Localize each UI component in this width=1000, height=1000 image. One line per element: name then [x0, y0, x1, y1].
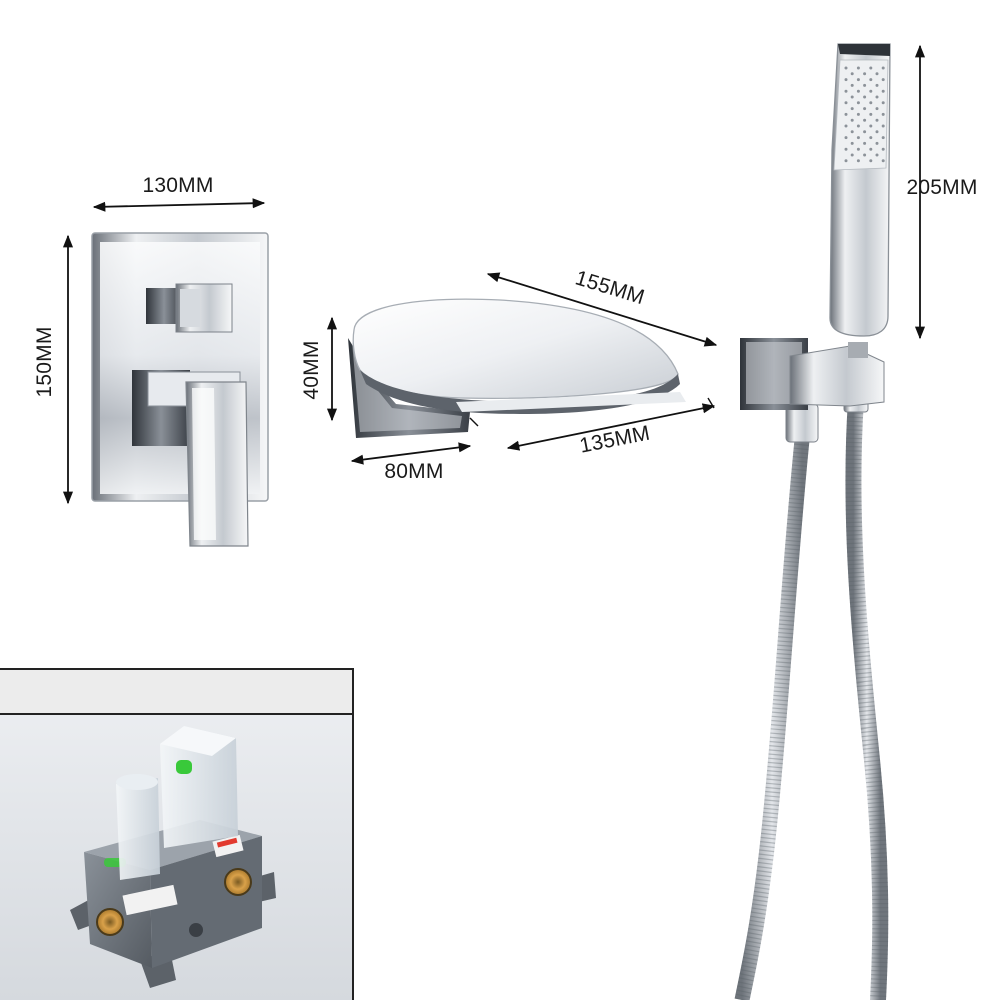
spout-outlet-label: 135MM — [578, 422, 652, 458]
spray-nozzle — [881, 159, 885, 163]
spray-nozzle — [863, 72, 867, 76]
hand-shower-with-bracket-and-hose — [734, 43, 891, 1000]
spray-nozzle — [844, 136, 848, 140]
spray-nozzle — [881, 101, 885, 105]
spray-nozzle — [869, 101, 873, 105]
brass-port — [189, 923, 203, 937]
spray-nozzle — [869, 78, 873, 82]
spray-nozzle — [856, 66, 860, 70]
panel-width-dimension: 130MM — [92, 174, 266, 212]
spray-nozzle — [881, 124, 885, 128]
spray-nozzle — [875, 130, 879, 134]
panel-height-label: 150MM — [33, 326, 56, 397]
mixer-valve-trim-plate — [91, 232, 269, 547]
spray-nozzle — [869, 147, 873, 151]
spray-nozzle-grid — [844, 66, 885, 163]
spray-nozzle — [844, 112, 848, 116]
spray-nozzle — [850, 83, 854, 87]
spray-nozzle — [881, 89, 885, 93]
spray-nozzle — [875, 95, 879, 99]
spray-nozzle — [850, 118, 854, 122]
spray-nozzle — [844, 159, 848, 163]
panel-height-dimension: 150MM — [33, 234, 74, 505]
spray-nozzle — [875, 83, 879, 87]
spout-height-dimension: 40MM — [300, 316, 338, 422]
spray-nozzle — [881, 112, 885, 116]
spray-nozzle — [850, 141, 854, 145]
spray-nozzle — [856, 101, 860, 105]
shower-hose — [845, 399, 889, 1000]
spray-nozzle — [856, 147, 860, 151]
spray-nozzle — [850, 107, 854, 111]
spray-nozzle — [863, 83, 867, 87]
spray-nozzle — [869, 124, 873, 128]
spray-nozzle — [869, 159, 873, 163]
spray-nozzle — [875, 141, 879, 145]
spray-nozzle — [875, 118, 879, 122]
spray-nozzle — [856, 89, 860, 93]
spray-nozzle — [863, 95, 867, 99]
spray-nozzle — [863, 107, 867, 111]
spray-nozzle — [856, 159, 860, 163]
spray-nozzle — [850, 153, 854, 157]
spout-length-label: 155MM — [573, 266, 648, 309]
spray-nozzle — [881, 78, 885, 82]
spray-nozzle — [844, 124, 848, 128]
inset-header-band — [0, 668, 354, 714]
spray-nozzle — [869, 112, 873, 116]
spray-nozzle — [863, 141, 867, 145]
spray-nozzle — [869, 136, 873, 140]
spray-nozzle — [863, 118, 867, 122]
spray-nozzle — [844, 147, 848, 151]
spray-nozzle — [844, 101, 848, 105]
spout-depth-dimension: 80MM — [350, 442, 472, 483]
spout-depth-label: 80MM — [384, 460, 443, 483]
spray-nozzle — [881, 147, 885, 151]
spray-nozzle — [844, 66, 848, 70]
spray-nozzle — [850, 130, 854, 134]
handshower-length-dimension: 205MM — [906, 44, 977, 340]
spray-nozzle — [881, 66, 885, 70]
mixer-lever-handle — [132, 370, 249, 547]
concealed-valve-body — [70, 726, 276, 988]
spray-nozzle — [875, 72, 879, 76]
spray-nozzle — [844, 89, 848, 93]
spray-nozzle — [869, 89, 873, 93]
spout-height-label: 40MM — [300, 340, 323, 399]
diverter-knob — [146, 283, 233, 333]
spray-nozzle — [881, 136, 885, 140]
spray-nozzle — [856, 78, 860, 82]
spray-nozzle — [869, 66, 873, 70]
spray-nozzle — [863, 130, 867, 134]
spray-nozzle — [850, 72, 854, 76]
spray-nozzle — [863, 153, 867, 157]
brass-port — [224, 868, 252, 896]
spray-nozzle — [875, 107, 879, 111]
spray-nozzle — [856, 124, 860, 128]
spray-nozzle — [850, 95, 854, 99]
handshower-length-label: 205MM — [906, 176, 977, 199]
panel-width-label: 130MM — [142, 174, 213, 197]
brass-port — [96, 908, 124, 936]
spray-nozzle — [875, 153, 879, 157]
spray-nozzle — [844, 78, 848, 82]
spray-nozzle — [856, 112, 860, 116]
spray-nozzle — [856, 136, 860, 140]
valve-box-inset — [0, 668, 354, 1000]
